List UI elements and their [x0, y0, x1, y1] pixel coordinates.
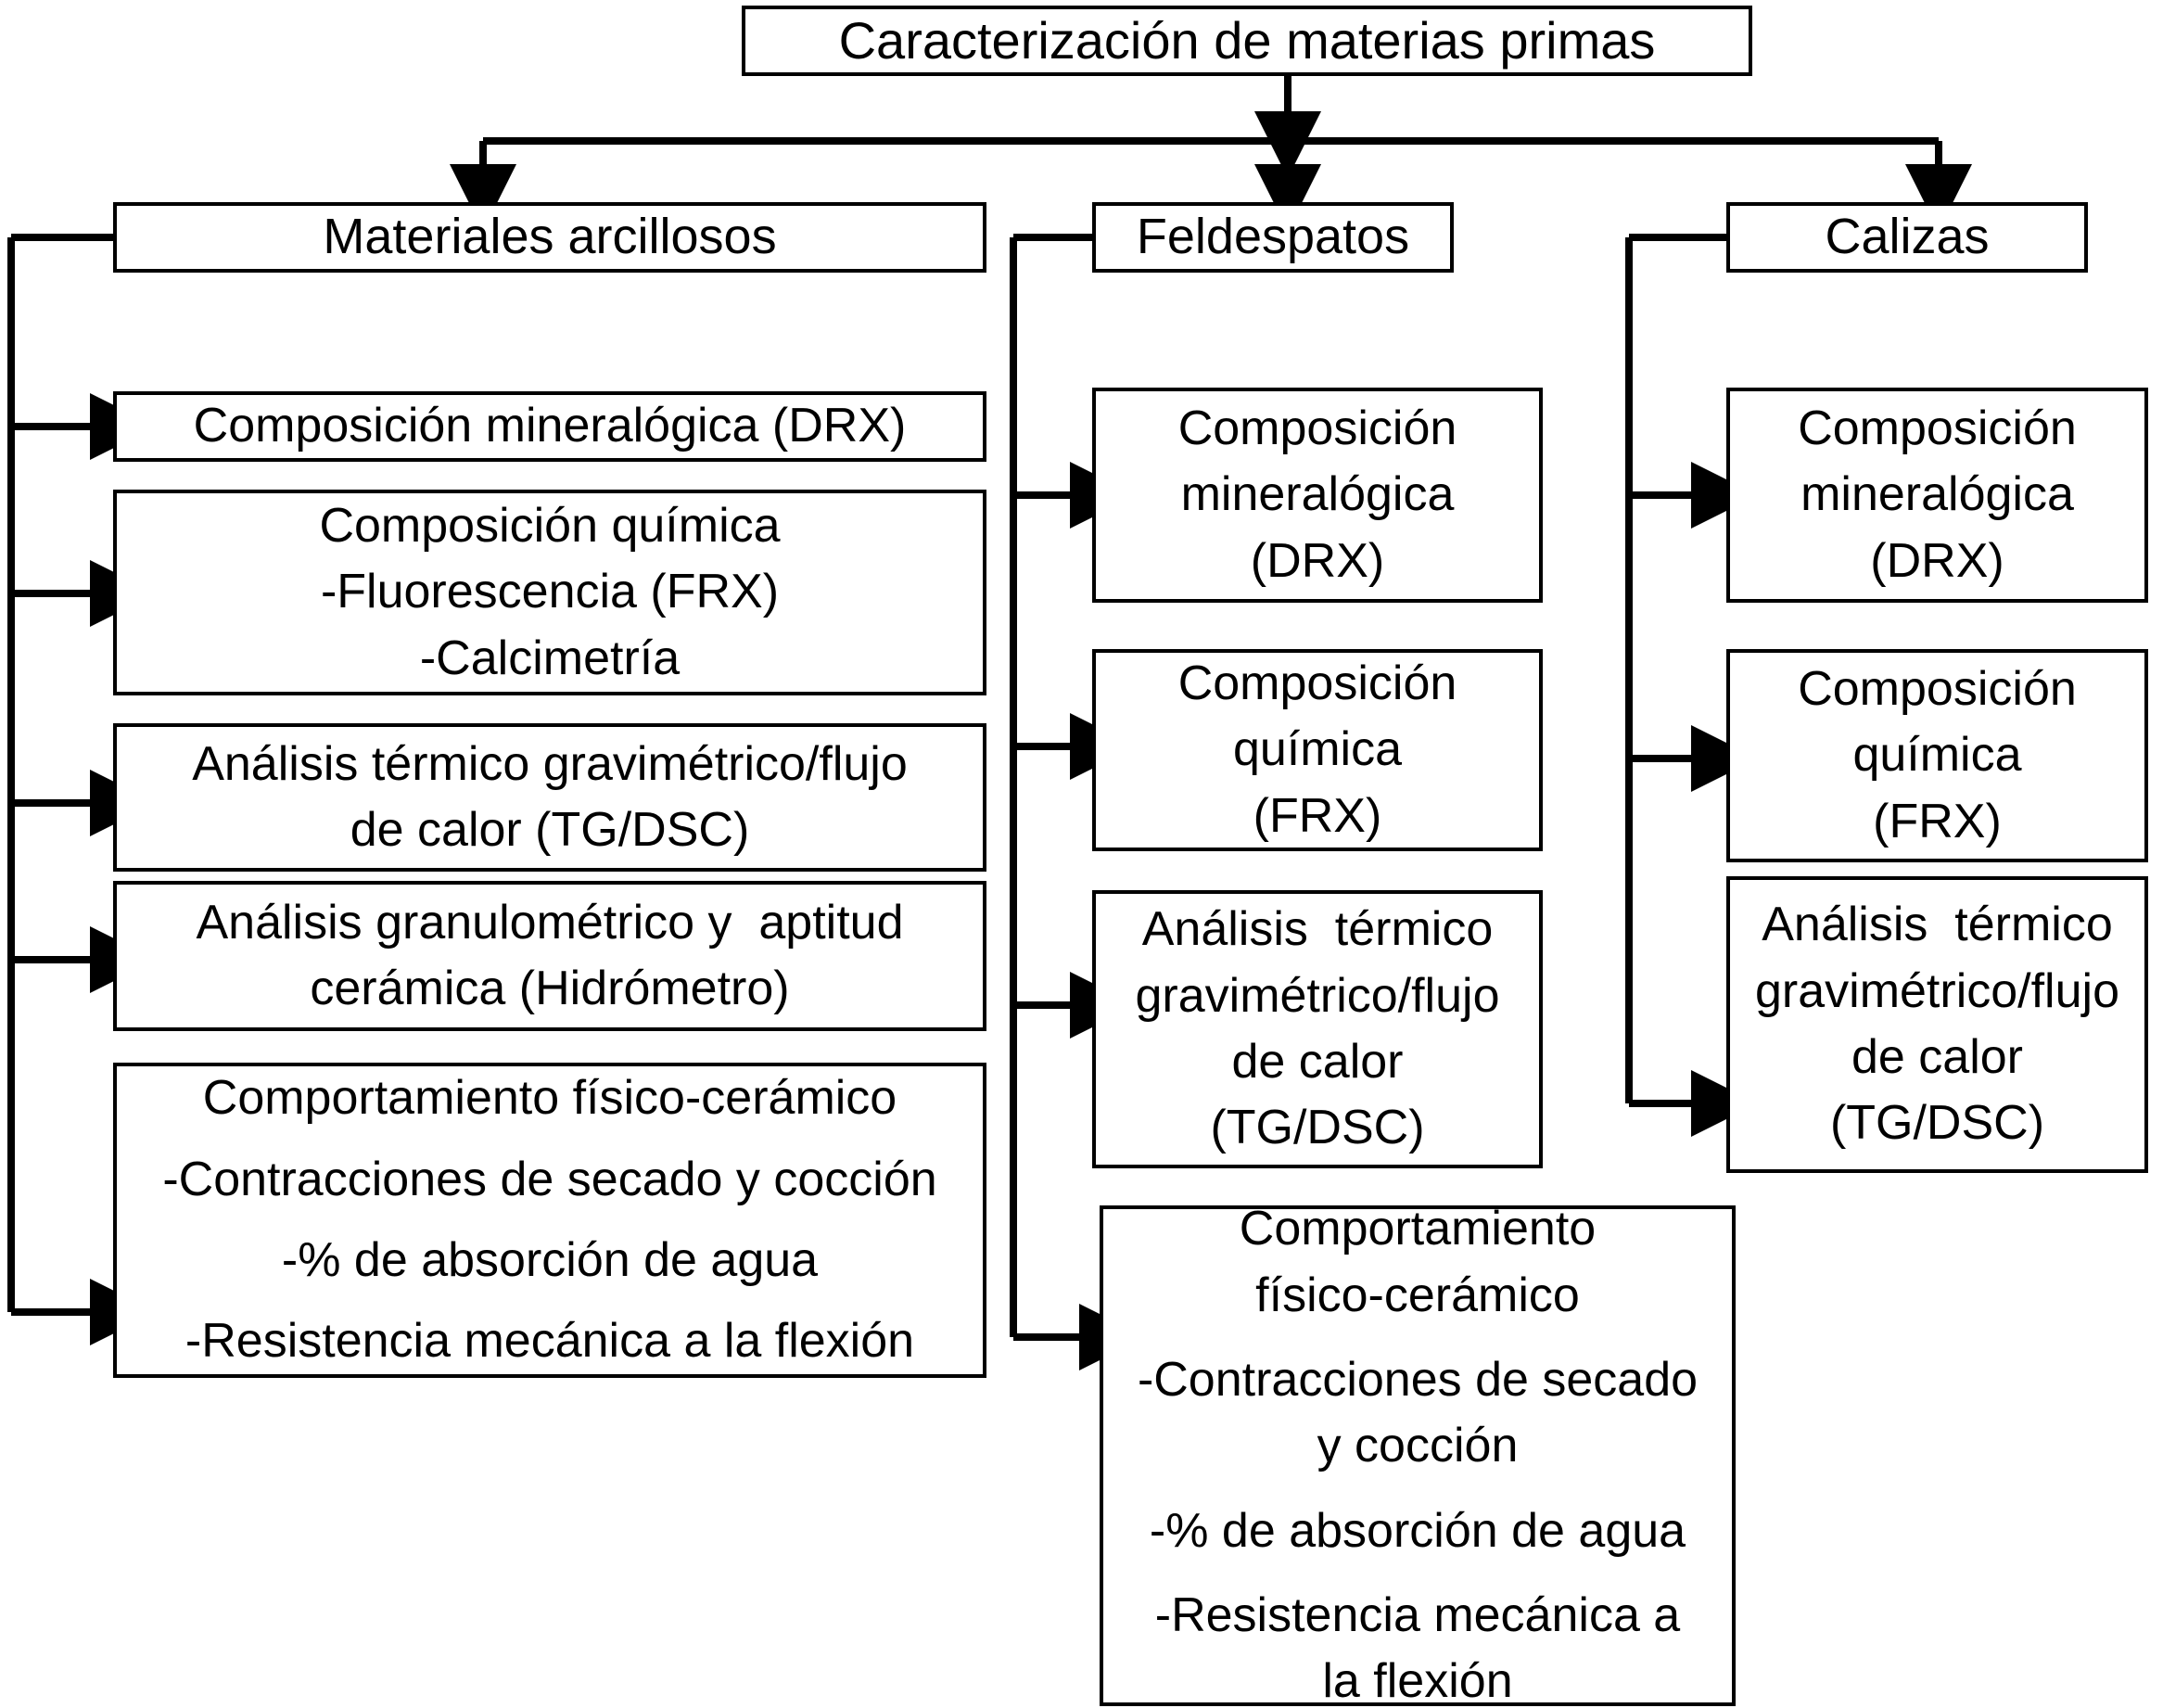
node-arc-drx[interactable]: Composición mineralógica (DRX) — [113, 391, 986, 462]
node-arc-gran-line-2: cerámica (Hidrómetro) — [310, 962, 790, 1015]
node-fel-fis-line-7: la flexión — [1322, 1654, 1513, 1708]
node-arc-gran[interactable]: Análisis granulométrico y aptitud cerámi… — [113, 881, 986, 1031]
node-category-feldespatos-label: Feldespatos — [1136, 209, 1410, 265]
node-fel-fis-line-4: y cocción — [1317, 1419, 1519, 1473]
node-category-feldespatos[interactable]: Feldespatos — [1092, 202, 1454, 273]
node-fel-fis-line-1: Comportamiento — [1239, 1202, 1597, 1256]
node-arc-frx-line-3: -Calcimetría — [419, 631, 681, 685]
node-root[interactable]: Caracterización de materias primas — [742, 6, 1752, 76]
node-cal-drx[interactable]: Composición mineralógica (DRX) — [1726, 388, 2148, 603]
node-cal-tg[interactable]: Análisis térmico gravimétrico/flujo de c… — [1726, 876, 2148, 1173]
node-fel-fis-line-2: físico-cerámico — [1255, 1268, 1580, 1322]
calizas-spine-connector — [1625, 234, 1758, 1137]
node-cal-frx[interactable]: Composición química (FRX) — [1726, 649, 2148, 862]
node-arc-drx-line-1: Composición mineralógica (DRX) — [193, 399, 907, 453]
node-cal-tg-line-1: Análisis térmico — [1762, 898, 2113, 952]
node-fel-tg[interactable]: Análisis térmico gravimétrico/flujo de c… — [1092, 890, 1543, 1168]
node-arc-gran-line-1: Análisis granulométrico y aptitud — [196, 895, 904, 950]
node-fel-frx-line-3: (FRX) — [1253, 788, 1382, 843]
node-fel-tg-line-3: de calor — [1231, 1035, 1404, 1089]
node-arc-frx[interactable]: Composición química -Fluorescencia (FRX)… — [113, 490, 986, 695]
node-fel-frx-line-2: química — [1232, 722, 1403, 777]
node-category-arcillosos[interactable]: Materiales arcillosos — [113, 202, 986, 273]
node-arc-fis-line-2: -Contracciones de secado y cocción — [162, 1152, 937, 1206]
node-arc-fis-line-3: -% de absorción de agua — [281, 1233, 819, 1287]
node-root-label: Caracterización de materias primas — [838, 10, 1656, 70]
node-arc-frx-line-2: -Fluorescencia (FRX) — [320, 565, 780, 619]
node-fel-tg-line-4: (TG/DSC) — [1210, 1101, 1425, 1155]
node-cal-tg-line-2: gravimétrico/flujo — [1754, 963, 2120, 1018]
node-arc-tg-line-2: de calor (TG/DSC) — [350, 803, 750, 857]
arcillosos-spine-connector — [7, 234, 157, 1345]
node-category-calizas-label: Calizas — [1825, 209, 1990, 265]
node-cal-frx-line-1: Composición — [1798, 661, 2077, 716]
node-fel-drx-line-1: Composición — [1177, 401, 1457, 455]
node-cal-tg-line-3: de calor — [1851, 1030, 2023, 1084]
node-fel-fis-line-5: -% de absorción de agua — [1149, 1503, 1686, 1558]
node-cal-drx-line-1: Composición — [1798, 401, 2077, 455]
node-arc-fis[interactable]: Comportamiento físico-cerámico -Contracc… — [113, 1063, 986, 1378]
feldespatos-spine-connector — [1010, 234, 1146, 1370]
root-distribution-connector — [450, 76, 1972, 231]
node-category-arcillosos-label: Materiales arcillosos — [323, 209, 777, 265]
node-arc-frx-line-1: Composición química — [319, 498, 781, 553]
node-cal-drx-line-3: (DRX) — [1870, 533, 2004, 588]
node-fel-drx-line-3: (DRX) — [1250, 533, 1385, 588]
node-fel-tg-line-2: gravimétrico/flujo — [1135, 968, 1500, 1023]
node-cal-frx-line-2: química — [1852, 728, 2022, 783]
node-fel-fis-line-6: -Resistencia mecánica a — [1154, 1588, 1681, 1643]
node-cal-drx-line-2: mineralógica — [1800, 467, 2074, 522]
node-cal-tg-line-4: (TG/DSC) — [1829, 1096, 2045, 1151]
node-fel-fis-line-3: -Contracciones de secado — [1137, 1352, 1699, 1407]
node-fel-frx-line-1: Composición — [1177, 656, 1457, 710]
node-fel-tg-line-1: Análisis térmico — [1141, 902, 1494, 957]
node-arc-fis-line-4: -Resistencia mecánica a la flexión — [184, 1314, 915, 1369]
node-fel-drx[interactable]: Composición mineralógica (DRX) — [1092, 388, 1543, 603]
node-arc-tg-line-1: Análisis térmico gravimétrico/flujo — [192, 736, 908, 791]
node-category-calizas[interactable]: Calizas — [1726, 202, 2088, 273]
node-cal-frx-line-3: (FRX) — [1873, 794, 2002, 848]
node-arc-tg[interactable]: Análisis térmico gravimétrico/flujo de c… — [113, 723, 986, 872]
node-fel-drx-line-2: mineralógica — [1180, 467, 1455, 522]
node-fel-fis[interactable]: Comportamiento físico-cerámico -Contracc… — [1100, 1202, 1736, 1708]
node-fel-frx[interactable]: Composición química (FRX) — [1092, 649, 1543, 851]
node-arc-fis-line-1: Comportamiento físico-cerámico — [202, 1071, 897, 1126]
